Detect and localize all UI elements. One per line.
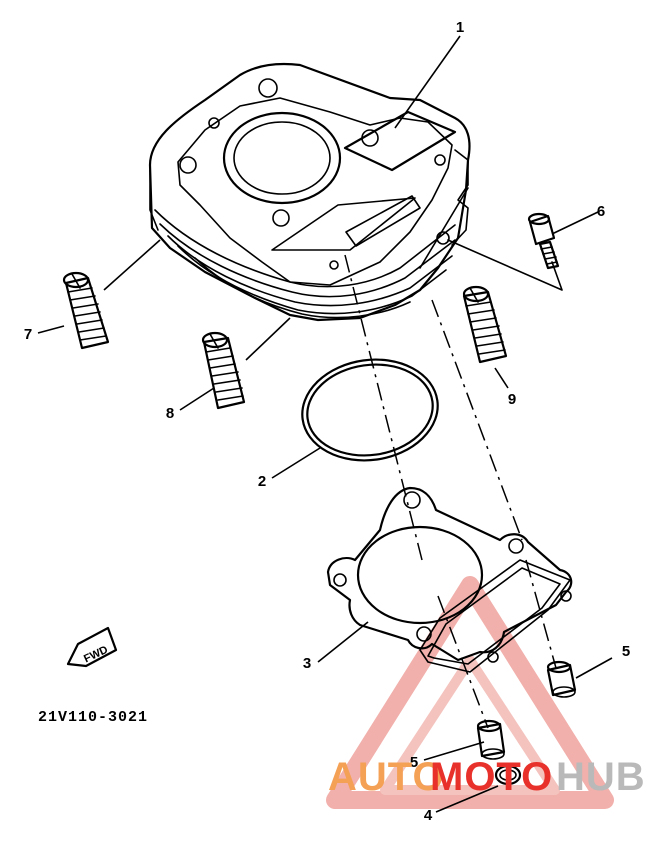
o-ring-2 bbox=[301, 358, 439, 462]
dowel-5-lower bbox=[476, 719, 506, 760]
cylinder-body bbox=[148, 62, 471, 322]
assembly-centerlines bbox=[344, 239, 563, 729]
callout-3: 3 bbox=[303, 655, 311, 672]
fwd-arrow-icon: FWD bbox=[66, 626, 118, 668]
bolt-hole bbox=[272, 209, 290, 227]
callout-1: 1 bbox=[456, 19, 464, 36]
dowel-pin-8 bbox=[201, 331, 246, 410]
cooling-fins bbox=[149, 149, 469, 319]
gasket-bore bbox=[356, 525, 484, 625]
bolt-6 bbox=[527, 212, 560, 270]
watermark-hub: HUB bbox=[556, 755, 646, 799]
watermark-moto: MOTO bbox=[430, 755, 553, 799]
callout-6: 6 bbox=[597, 203, 605, 220]
dowel-pin-9 bbox=[462, 285, 508, 364]
watermark-logo bbox=[326, 576, 614, 809]
base-gasket-3 bbox=[326, 486, 573, 673]
callout-9: 9 bbox=[508, 391, 516, 408]
callout-5-right: 5 bbox=[622, 643, 630, 660]
part-code: 21V110-3021 bbox=[38, 709, 148, 726]
dowel-5-right bbox=[546, 660, 577, 698]
cylinder-bore bbox=[222, 111, 342, 205]
callout-leaders bbox=[37, 35, 613, 813]
watermark-inner-triangle bbox=[380, 655, 560, 795]
callout-7: 7 bbox=[24, 326, 32, 343]
cam-chain-tunnel bbox=[343, 110, 457, 172]
o-ring-4 bbox=[494, 764, 522, 786]
dowel-pin-7 bbox=[62, 271, 110, 350]
watermark-auto: AUTO bbox=[328, 755, 445, 799]
callout-4: 4 bbox=[424, 807, 433, 824]
callout-5-lower: 5 bbox=[410, 754, 418, 771]
watermark-triangle bbox=[326, 576, 614, 809]
bolt-hole bbox=[179, 156, 197, 174]
callout-8: 8 bbox=[166, 405, 174, 422]
watermark-wordmark: AUTO MOTO HUB bbox=[328, 755, 646, 799]
callout-2: 2 bbox=[258, 473, 266, 490]
fwd-label: FWD bbox=[82, 644, 110, 665]
bolt-hole bbox=[258, 78, 278, 98]
